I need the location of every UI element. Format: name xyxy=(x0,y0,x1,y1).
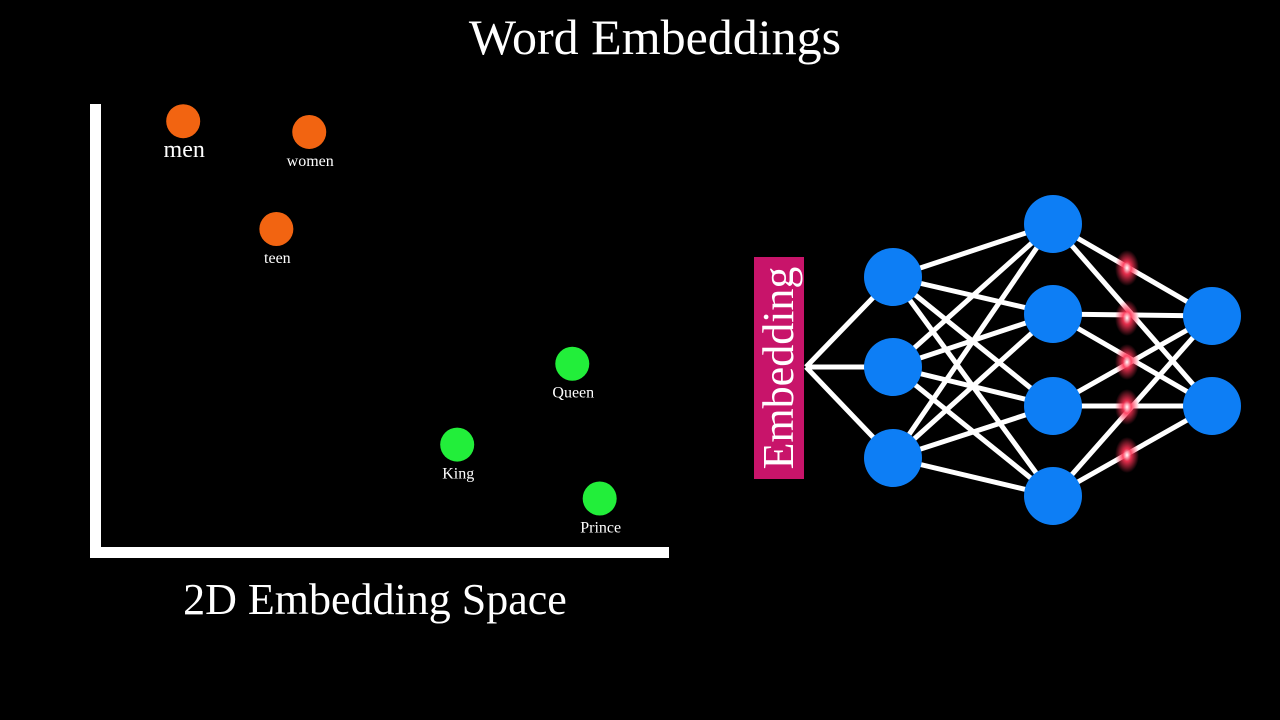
word-point-men xyxy=(166,104,201,139)
word-point-queen xyxy=(555,346,590,381)
embedding-box-fill xyxy=(754,257,804,479)
word-point-women xyxy=(292,114,327,149)
x-axis xyxy=(90,547,669,558)
word-label-queen: Queen xyxy=(552,385,594,402)
word-label-king: King xyxy=(442,466,474,483)
word-point-teen xyxy=(259,211,294,246)
highlight-spark xyxy=(1115,437,1139,473)
word-point-prince xyxy=(582,481,617,516)
embedding-box: Embedding xyxy=(754,257,804,479)
neuron-l1-3 xyxy=(864,429,922,487)
y-axis xyxy=(90,104,101,556)
neuron-l3-2 xyxy=(1183,377,1241,435)
neuron-l2-4 xyxy=(1024,467,1082,525)
network-nodes xyxy=(864,195,1241,525)
highlight-sparks xyxy=(1115,250,1139,473)
neuron-l2-3 xyxy=(1024,377,1082,435)
highlight-spark xyxy=(1115,250,1139,286)
network-edge xyxy=(891,312,1055,460)
neuron-l3-1 xyxy=(1183,287,1241,345)
network-edge xyxy=(890,222,1056,460)
word-label-prince: Prince xyxy=(580,519,621,536)
word-label-women: women xyxy=(287,153,334,170)
neural-network: Embedding xyxy=(754,195,1241,525)
network-edges xyxy=(890,221,1214,499)
highlight-spark xyxy=(1115,389,1139,425)
highlight-spark xyxy=(1115,344,1139,380)
embedding-box-label: Embedding xyxy=(754,267,803,470)
neuron-l2-1 xyxy=(1024,195,1082,253)
highlight-spark xyxy=(1115,300,1139,336)
page-title: Word Embeddings xyxy=(468,9,842,65)
network-edge xyxy=(891,222,1055,369)
word-point-king xyxy=(440,427,475,462)
neuron-l2-2 xyxy=(1024,285,1082,343)
embedding-space-label: 2D Embedding Space xyxy=(183,575,567,624)
word-label-teen: teen xyxy=(264,250,291,267)
word-label-men: men xyxy=(164,137,205,163)
neuron-l1-1 xyxy=(864,248,922,306)
neuron-l1-2 xyxy=(864,338,922,396)
